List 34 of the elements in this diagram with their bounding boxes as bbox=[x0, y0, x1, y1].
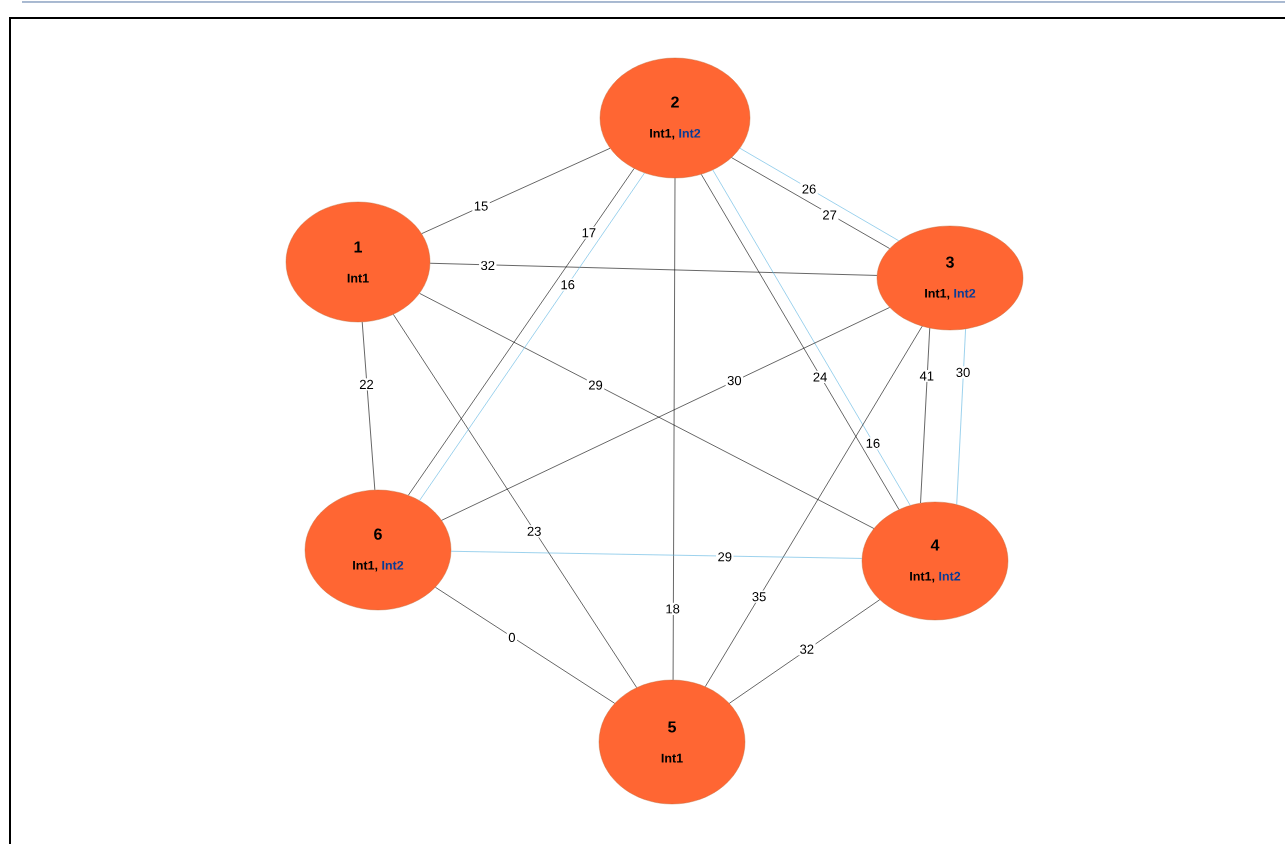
edge-label: 35 bbox=[750, 590, 768, 603]
edge-label: 30 bbox=[954, 366, 972, 379]
edge-label: 16 bbox=[864, 437, 882, 450]
edge-label: 30 bbox=[725, 374, 744, 387]
connector-line bbox=[421, 148, 611, 234]
edge-label: 22 bbox=[357, 378, 376, 391]
edge-label: 27 bbox=[820, 208, 839, 221]
edge-label: 15 bbox=[472, 200, 490, 213]
edge-label: 24 bbox=[811, 370, 829, 383]
edge-label: 26 bbox=[800, 182, 818, 196]
connector-line bbox=[393, 314, 637, 688]
edge-label: 18 bbox=[663, 602, 682, 615]
edge-label: 29 bbox=[716, 550, 734, 563]
edge-label: 29 bbox=[586, 378, 605, 392]
connector-line bbox=[435, 587, 615, 704]
connector-line bbox=[705, 325, 923, 687]
edge-label: 41 bbox=[918, 369, 936, 382]
connector-line bbox=[672, 177, 676, 681]
edge-label: 23 bbox=[525, 525, 543, 538]
connector-line bbox=[419, 293, 875, 529]
connector-line bbox=[956, 328, 966, 505]
connector-line bbox=[731, 157, 890, 249]
edge-label: 32 bbox=[798, 643, 816, 656]
connector-line bbox=[361, 321, 376, 491]
edge-label: 16 bbox=[559, 278, 577, 291]
connector-line bbox=[920, 327, 931, 504]
edge-label: 0 bbox=[506, 631, 518, 644]
edge-label: 17 bbox=[580, 226, 598, 239]
connector-line bbox=[729, 599, 880, 704]
connector-line bbox=[450, 550, 863, 559]
edge-label: 32 bbox=[479, 259, 497, 272]
connector-line bbox=[441, 307, 890, 521]
connector-line bbox=[429, 262, 878, 276]
connector-line bbox=[739, 148, 900, 242]
